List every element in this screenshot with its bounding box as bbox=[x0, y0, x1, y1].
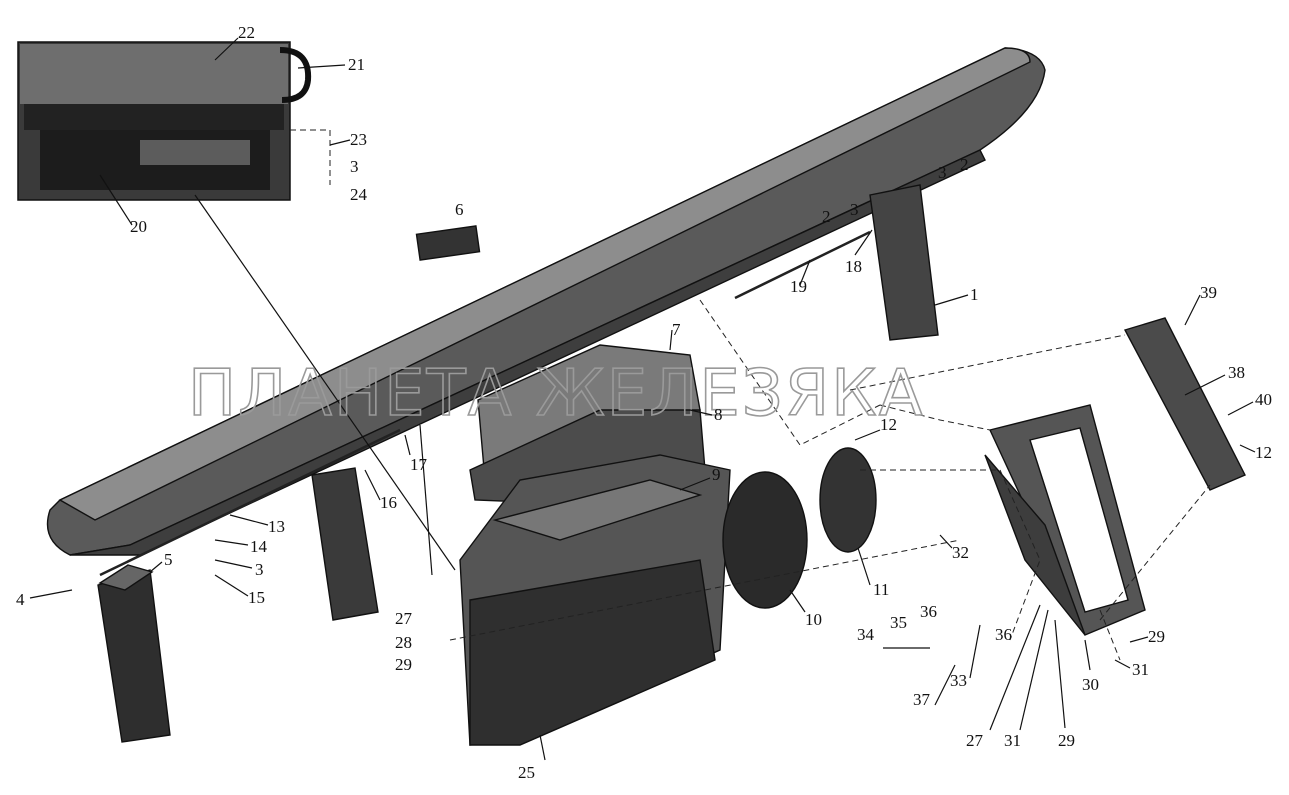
rod-13-part bbox=[99, 428, 401, 577]
callout-label: 10 bbox=[805, 610, 822, 629]
callouts: 22 21 23 3 24 20 6 2 3 2 3 18 19 1 7 8 1… bbox=[16, 23, 1272, 782]
callout-label: 27 bbox=[395, 609, 413, 628]
callout-label: 29 bbox=[1058, 731, 1075, 750]
callout-label: 12 bbox=[880, 415, 897, 434]
fan-10-part bbox=[722, 471, 808, 609]
callout-label: 28 bbox=[395, 633, 412, 652]
callout-label: 36 bbox=[995, 625, 1012, 644]
callout-label: 33 bbox=[950, 671, 967, 690]
rod-19-part bbox=[734, 230, 871, 300]
cover-11-part bbox=[819, 447, 877, 553]
callout-label: 22 bbox=[238, 23, 255, 42]
bracket-1-part bbox=[869, 184, 939, 341]
callout-label: 8 bbox=[714, 405, 723, 424]
plate-38-part bbox=[1123, 317, 1246, 491]
callout-label: 19 bbox=[790, 277, 807, 296]
bracket-16-part bbox=[311, 467, 379, 621]
cap-5-part bbox=[98, 564, 154, 591]
bracket-5-part bbox=[97, 569, 171, 743]
callout-label: 7 bbox=[672, 320, 681, 339]
callout-label: 40 bbox=[1255, 390, 1272, 409]
callout-label: 15 bbox=[248, 588, 265, 607]
assembly-dashed-lines bbox=[290, 129, 1211, 661]
callout-label: 1 bbox=[970, 285, 979, 304]
callout-label: 34 bbox=[857, 625, 875, 644]
frame-30-part bbox=[984, 404, 1146, 636]
callout-label: 3 bbox=[938, 163, 947, 182]
callout-label: 25 bbox=[518, 763, 535, 782]
callout-label: 32 bbox=[952, 543, 969, 562]
inset-detail-photo bbox=[17, 41, 312, 201]
callout-label: 31 bbox=[1004, 731, 1021, 750]
callout-label: 16 bbox=[380, 493, 397, 512]
callout-label: 17 bbox=[410, 455, 428, 474]
callout-label: 6 bbox=[455, 200, 464, 219]
callout-label: 13 bbox=[268, 517, 285, 536]
callout-label: 11 bbox=[873, 580, 889, 599]
callout-label: 12 bbox=[1255, 443, 1272, 462]
callout-label: 4 bbox=[16, 590, 25, 609]
part-6 bbox=[415, 225, 481, 261]
callout-label: 2 bbox=[822, 207, 831, 226]
callout-label: 5 bbox=[164, 550, 173, 569]
callout-label: 20 bbox=[130, 217, 147, 236]
callout-label: 35 bbox=[890, 613, 907, 632]
callout-label: 38 bbox=[1228, 363, 1245, 382]
callout-label: 39 bbox=[1200, 283, 1217, 302]
callout-label: 21 bbox=[348, 55, 365, 74]
callout-label: 36 bbox=[920, 602, 937, 621]
callout-label: 3 bbox=[350, 157, 359, 176]
callout-label: 9 bbox=[712, 465, 721, 484]
callout-label: 31 bbox=[1132, 660, 1149, 679]
callout-label: 37 bbox=[913, 690, 931, 709]
callout-label: 18 bbox=[845, 257, 862, 276]
callout-label: 3 bbox=[850, 200, 859, 219]
callout-label: 14 bbox=[250, 537, 268, 556]
callout-label: 23 bbox=[350, 130, 367, 149]
callout-label: 3 bbox=[255, 560, 264, 579]
watermark: ПЛАНЕТА ЖЕЛЕЗЯКА bbox=[188, 357, 924, 431]
callout-label: 24 bbox=[350, 185, 368, 204]
heater-housing-part bbox=[459, 454, 731, 746]
callout-label: 2 bbox=[960, 155, 969, 174]
callout-label: 30 bbox=[1082, 675, 1099, 694]
callout-label: 29 bbox=[1148, 627, 1165, 646]
callout-label: 29 bbox=[395, 655, 412, 674]
callout-label: 27 bbox=[966, 731, 984, 750]
